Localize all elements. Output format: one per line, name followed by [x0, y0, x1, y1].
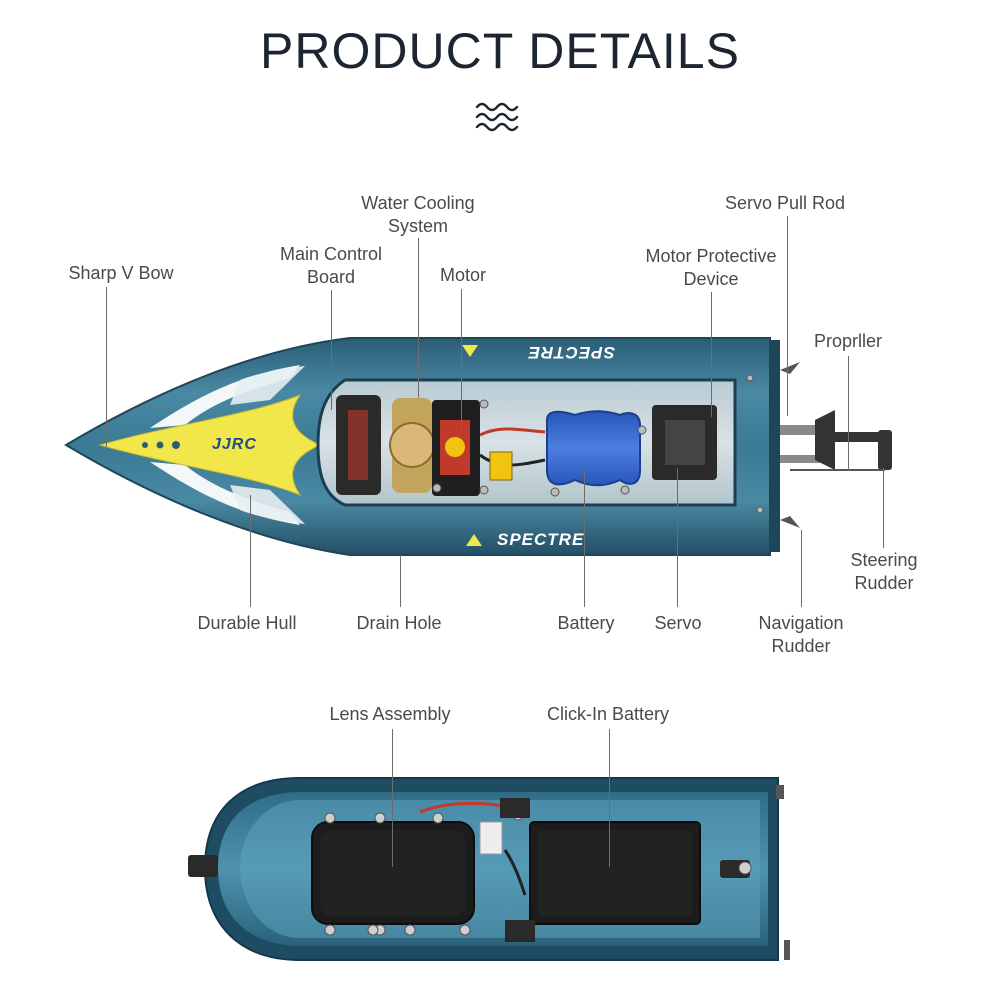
label-click-in-battery: Click-In Battery: [546, 704, 670, 724]
page-title: PRODUCT DETAILS: [260, 23, 740, 79]
leader-line: [609, 729, 610, 867]
label-servo-pull-rod: Servo Pull Rod: [724, 193, 846, 213]
label-motor: Motor: [439, 265, 486, 285]
label-battery: Battery: [557, 613, 615, 633]
leader-line: [106, 287, 107, 447]
leader-line: [787, 216, 788, 416]
label-sharp-v-bow: Sharp V Bow: [68, 263, 174, 283]
leader-line: [677, 468, 678, 607]
leader-line: [418, 238, 419, 398]
leader-line: [848, 356, 849, 471]
triangle-mark: [466, 534, 482, 546]
leader-line: [331, 290, 332, 410]
label-lens-assembly: Lens Assembly: [329, 704, 451, 724]
triangle-mark: [462, 345, 478, 357]
label-propeller: Proprller: [813, 331, 883, 351]
leader-line: [801, 530, 802, 607]
label-durable-hull: Durable Hull: [197, 613, 297, 633]
battery-pack: [546, 410, 641, 487]
leader-line: [711, 292, 712, 417]
label-drain-hole: Drain Hole: [356, 613, 442, 633]
brand-text: JJRC: [212, 436, 257, 453]
label-servo: Servo: [654, 613, 702, 633]
leader-line: [883, 468, 884, 548]
model-text-bottom: SPECTRE: [497, 530, 585, 549]
leader-line: [400, 555, 401, 607]
leader-line: [392, 729, 393, 867]
leader-line: [461, 289, 462, 429]
waves-icon: [475, 102, 519, 132]
leader-line: [250, 495, 251, 607]
leader-line: [584, 470, 585, 607]
